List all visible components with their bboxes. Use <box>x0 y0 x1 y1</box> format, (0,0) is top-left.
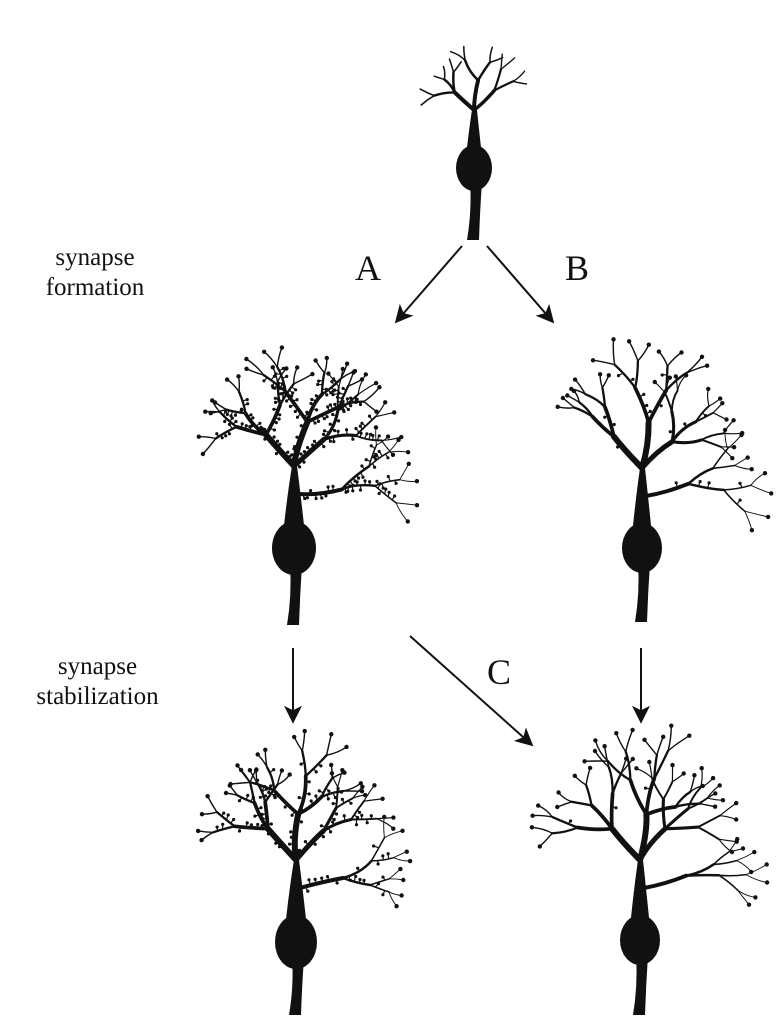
arrow-a <box>394 245 463 324</box>
arrow-c <box>409 635 534 747</box>
axon <box>289 958 304 1015</box>
neuron-stabilized-c <box>529 723 770 1015</box>
soma <box>275 915 317 969</box>
arrow-label-a: A <box>355 248 381 288</box>
axon <box>635 563 650 622</box>
formation-line1: synapse <box>55 244 135 271</box>
neuron-initial <box>419 45 528 240</box>
arrow-label-c: C <box>487 652 512 692</box>
synapse-stabilization-label: synapse stabilization <box>10 652 185 712</box>
formation-line2: formation <box>45 274 145 301</box>
soma <box>456 145 492 191</box>
synapse-formation-label: synapse formation <box>20 243 170 303</box>
axon <box>633 955 648 1015</box>
soma <box>622 523 662 573</box>
soma <box>620 915 660 965</box>
soma <box>272 521 316 575</box>
stabilization-line1: synapse <box>57 653 138 680</box>
axon <box>467 181 482 240</box>
stabilization-line2: stabilization <box>36 683 159 710</box>
axon <box>287 564 302 625</box>
neuron-formation-a <box>196 345 420 625</box>
neuron-formation-b <box>555 337 774 622</box>
arrow-b <box>486 245 555 324</box>
arrow-label-b: B <box>565 248 590 288</box>
neuron-stabilized-a <box>195 728 413 1015</box>
